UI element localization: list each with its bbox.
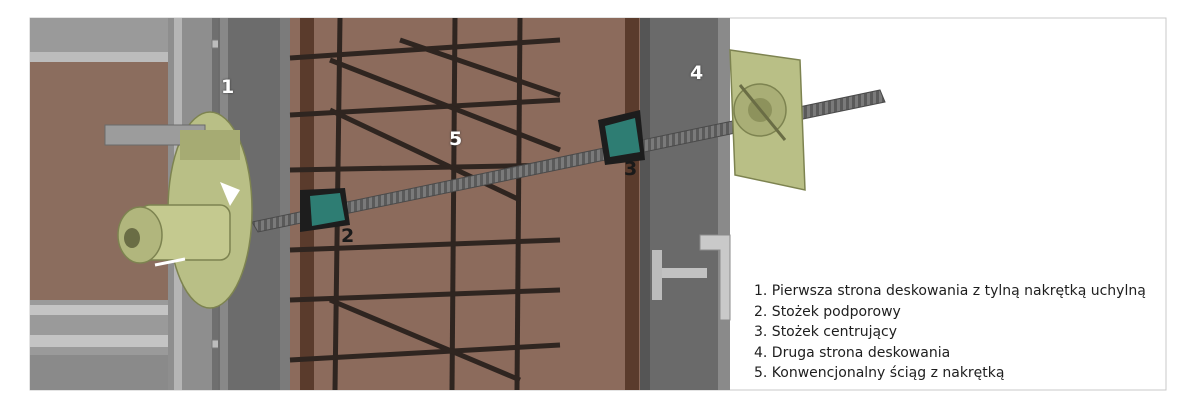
callout-5: 5 xyxy=(449,128,463,150)
callout-4: 4 xyxy=(690,62,704,84)
tie-rod xyxy=(251,89,886,233)
second-formwork-side xyxy=(640,18,731,390)
legend-item: 4. Druga strona deskowania xyxy=(754,344,951,361)
support-cone xyxy=(300,188,350,232)
first-formwork-side xyxy=(30,18,299,390)
legend-item: 2. Stożek podporowy xyxy=(754,303,901,320)
callout-1: 1 xyxy=(221,76,235,98)
legend-item: 5. Konwencjonalny ściąg z nakrętką xyxy=(754,365,1005,381)
swivel-nut-anchor xyxy=(104,111,253,309)
legend-item: 3. Stożek centrujący xyxy=(754,324,898,340)
callout-3: 3 xyxy=(624,158,638,180)
legend: 1. Pierwsza strona deskowania z tylną na… xyxy=(754,281,1146,384)
rebar-mesh xyxy=(289,18,561,390)
centering-cone xyxy=(598,110,645,165)
legend-item: 1. Pierwsza strona deskowania z tylną na… xyxy=(754,283,1146,299)
callout-2: 2 xyxy=(341,225,355,247)
right-anchor-plate xyxy=(729,49,806,191)
